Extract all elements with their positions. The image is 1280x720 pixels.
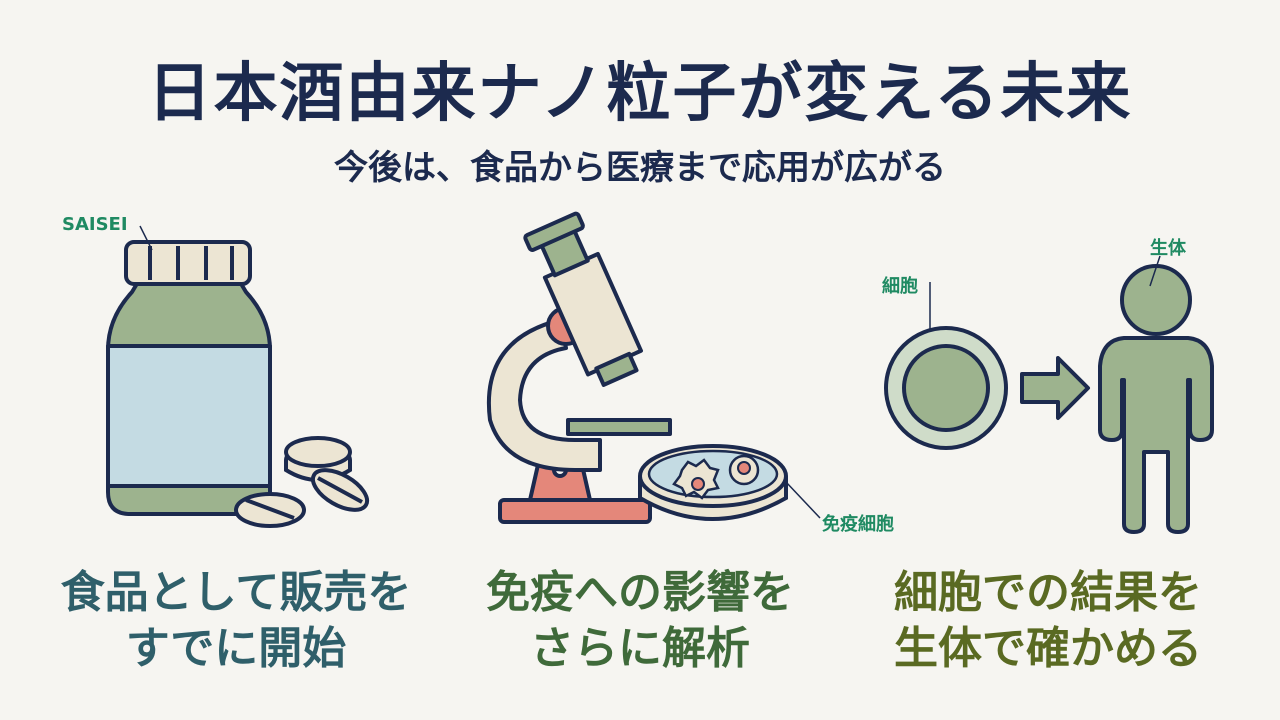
page-subtitle: 今後は、食品から医療まで応用が広がる (334, 148, 946, 188)
annotation-cell: 細胞 (882, 276, 918, 297)
annotation-body: 生体 (1150, 238, 1186, 259)
tablet-icon (234, 492, 306, 528)
petri-dish-icon (638, 444, 788, 521)
annotation-leader-body (1149, 255, 1161, 287)
caption-line: 食品として販売を (60, 567, 412, 618)
human-figure-icon (1098, 264, 1214, 534)
caption-line: 細胞での結果を (894, 567, 1202, 618)
caption-line: すでに開始 (125, 623, 347, 674)
page-title: 日本酒由来ナノ粒子が変える未来 (147, 57, 1133, 131)
caption-line: 免疫への影響を (486, 567, 794, 618)
microscope-icon (486, 211, 672, 524)
tablet-icon (310, 468, 370, 512)
arrow-right-icon (1020, 356, 1090, 420)
annotation-leader-immune (785, 481, 821, 519)
annotation-saisei: SAISEI (62, 214, 128, 235)
caption-immune: 免疫への影響を さらに解析 (440, 565, 840, 677)
caption-in-vivo: 細胞での結果を 生体で確かめる (848, 565, 1248, 677)
caption-line: 生体で確かめる (894, 623, 1202, 674)
annotation-immune-cell: 免疫細胞 (822, 514, 894, 535)
caption-food: 食品として販売を すでに開始 (36, 565, 436, 677)
supplement-bottle-icon (106, 240, 272, 516)
caption-line: さらに解析 (530, 623, 750, 674)
annotation-leader-saisei (139, 225, 153, 251)
cell-icon (884, 326, 1008, 450)
